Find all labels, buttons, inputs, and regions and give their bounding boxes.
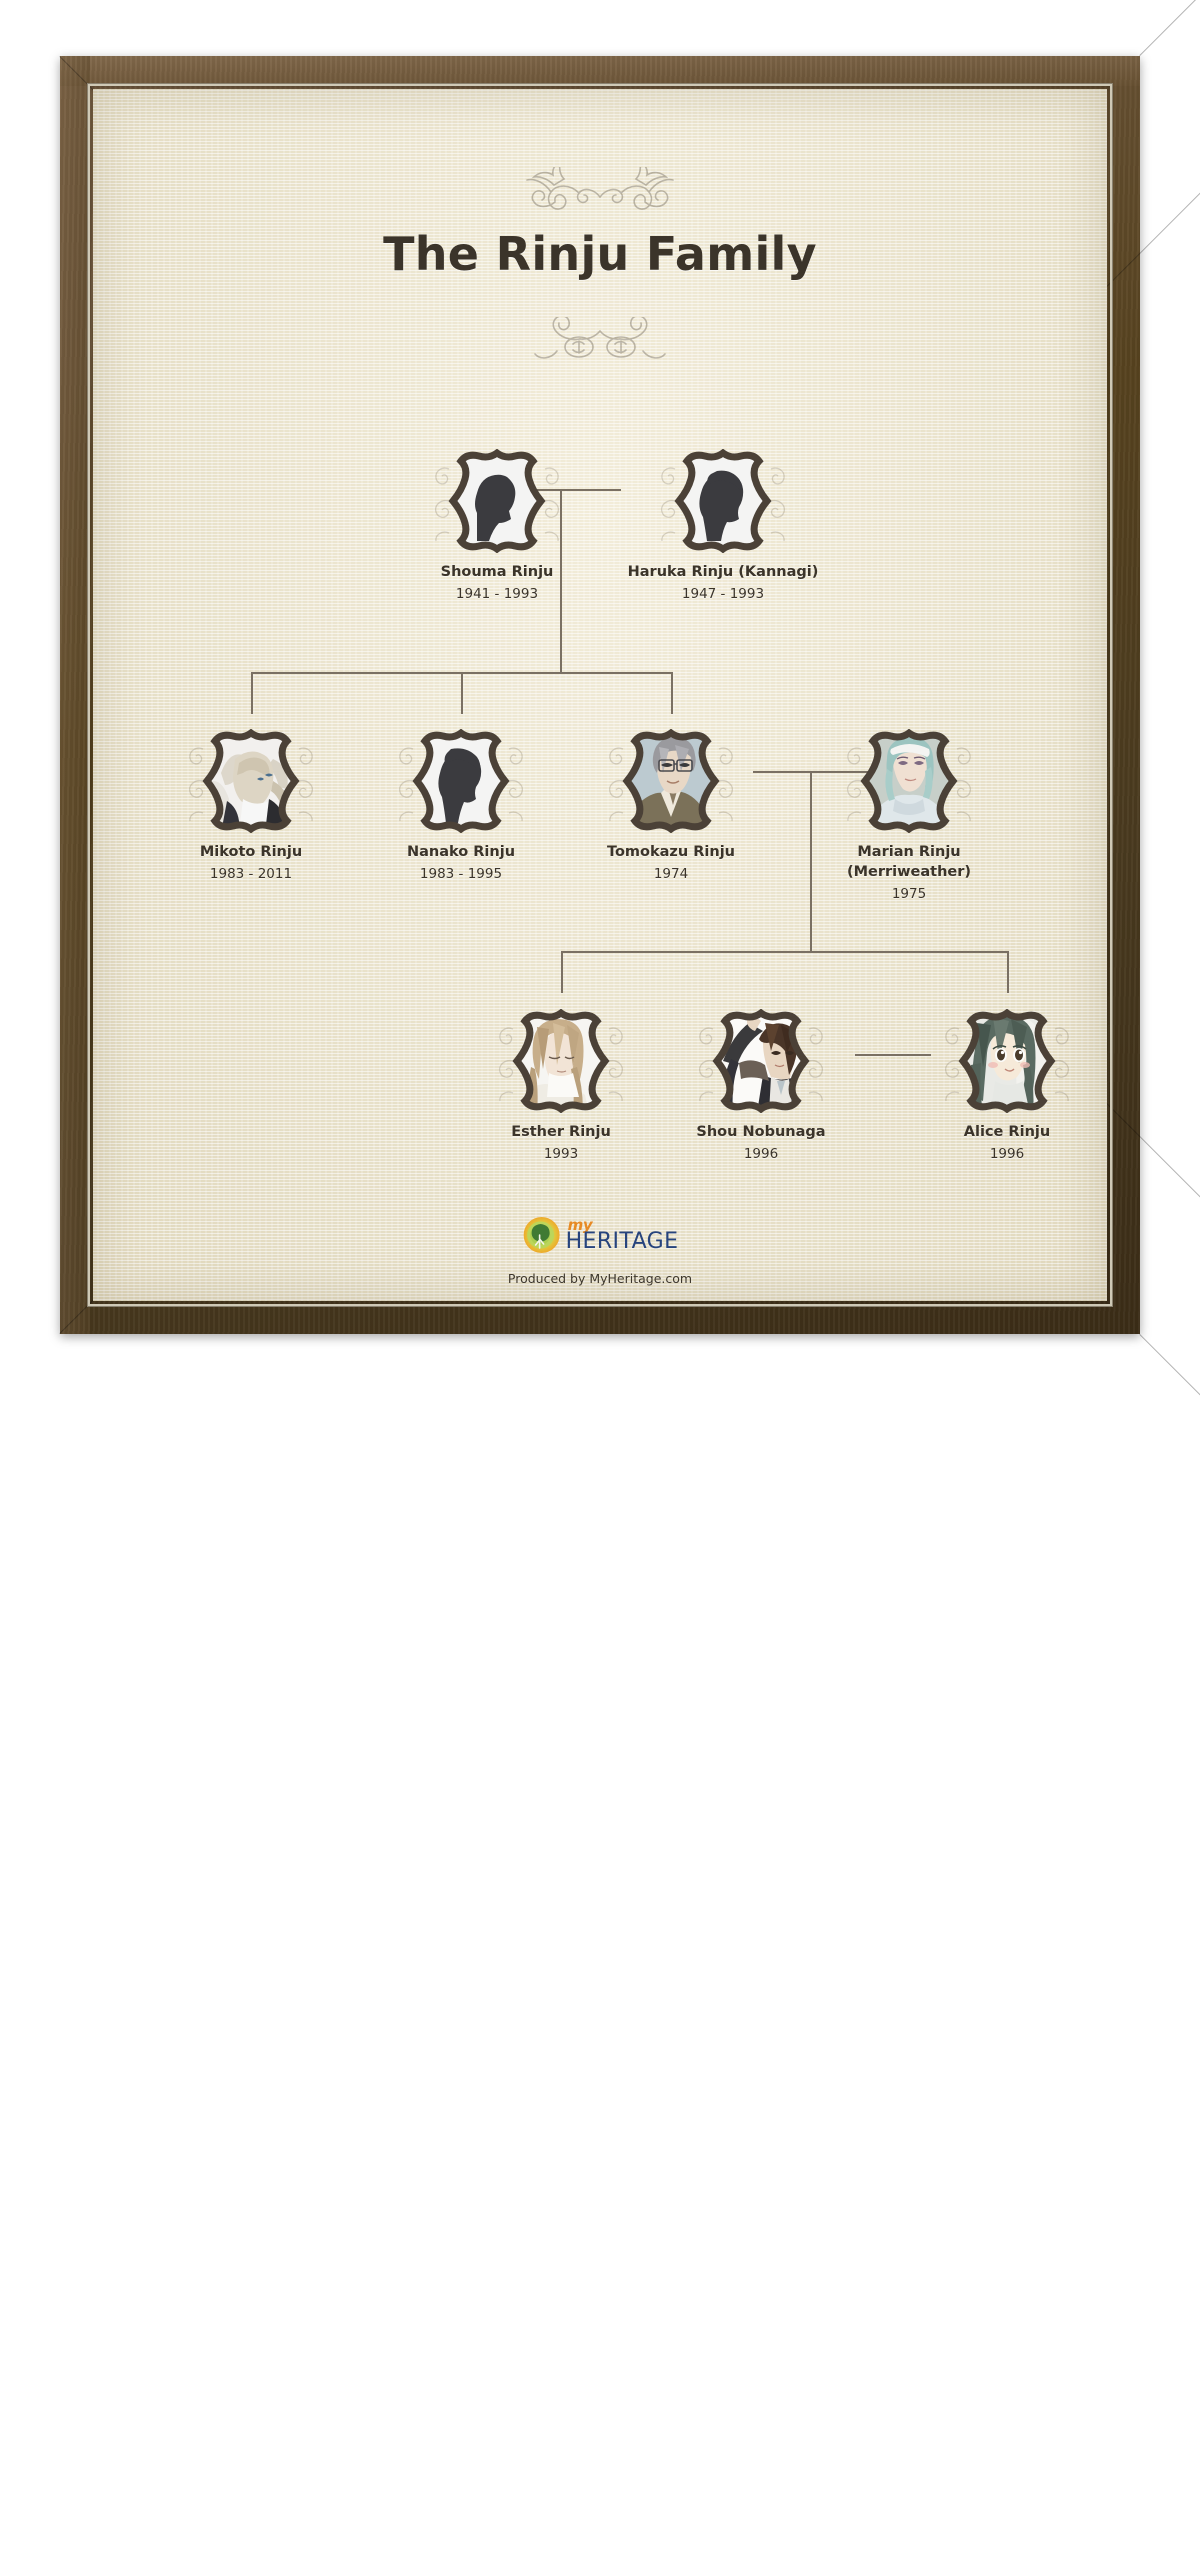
frame-scroll-ornament-right [608, 1027, 623, 1102]
portrait-frame[interactable] [435, 449, 559, 553]
portrait-frame[interactable] [699, 1009, 823, 1113]
frame-scroll-ornament-left [499, 1027, 514, 1102]
myheritage-logo[interactable]: my HERITAGE [522, 1215, 679, 1255]
person-dates: 1996 [989, 1146, 1025, 1162]
person-card-mikoto-rinju[interactable]: Mikoto Rinju 1983 - 2011 [151, 729, 351, 883]
paper-background: The Rinju Family [93, 89, 1107, 1301]
portrait-frame[interactable] [399, 729, 523, 833]
frame-scroll-ornament-right [770, 467, 785, 542]
portrait-frame[interactable] [847, 729, 971, 833]
person-dates: 1983 - 2011 [209, 866, 293, 882]
connector-gen2-drop-mikoto [251, 672, 253, 714]
person-name: Tomokazu Rinju [607, 844, 735, 860]
portrait-frame[interactable] [945, 1009, 1069, 1113]
myheritage-wordmark: my HERITAGE [565, 1215, 679, 1254]
frame-scroll-ornament-left [847, 747, 862, 822]
frame-scroll-ornament-left [399, 747, 414, 822]
portrait-shield-shape [671, 449, 775, 553]
logo-heritage-text: HERITAGE [565, 1228, 679, 1254]
person-dates: 1947 - 1993 [681, 586, 765, 602]
connector-gen3-sibling-bar [561, 951, 1009, 953]
portrait-photo-mikoto [199, 729, 303, 833]
person-name: Nanako Rinju [406, 844, 516, 860]
portrait-shield-shape [445, 449, 549, 553]
portrait-photo-esther [509, 1009, 613, 1113]
frame-top-highlight [60, 56, 1140, 86]
frame-scroll-ornament-left [189, 747, 204, 822]
page-title: The Rinju Family [383, 227, 817, 281]
portrait-photo-alice [955, 1009, 1059, 1113]
person-name: Mikoto Rinju [199, 844, 303, 860]
connector-gen2-drop [810, 771, 812, 953]
person-dates: 1975 [891, 886, 927, 902]
person-name-line2: (Merriweather) [846, 864, 972, 880]
frame-mitre-bottom-right [1139, 1334, 1200, 2557]
connector-gen1-drop [560, 489, 562, 674]
connector-gen3-drop-alice [1007, 951, 1009, 993]
portrait-photo-marian [857, 729, 961, 833]
picture-frame: The Rinju Family [59, 0, 1200, 2557]
frame-mitre-top-right [1139, 0, 1200, 56]
person-name: Shou Nobunaga [696, 1124, 826, 1140]
person-card-esther-rinju[interactable]: Esther Rinju 1993 [461, 1009, 661, 1163]
person-name: Esther Rinju [511, 1124, 611, 1140]
portrait-photo-shou [709, 1009, 813, 1113]
person-name: Alice Rinju [963, 1124, 1051, 1140]
person-name: Shouma Rinju [440, 564, 554, 580]
person-card-haruka-rinju[interactable]: Haruka Rinju (Kannagi) 1947 - 1993 [623, 449, 823, 603]
frame-scroll-ornament-right [956, 747, 971, 822]
connector-gen3-couple [855, 1054, 931, 1056]
frame-scroll-ornament-left [945, 1027, 960, 1102]
frame-scroll-ornament-left [435, 467, 450, 542]
frame-scroll-ornament-right [544, 467, 559, 542]
person-dates: 1993 [543, 1146, 579, 1162]
frame-scroll-ornament-right [718, 747, 733, 822]
person-dates: 1996 [743, 1146, 779, 1162]
frame-scroll-ornament-right [298, 747, 313, 822]
connector-gen1-couple [503, 489, 621, 491]
portrait-frame[interactable] [189, 729, 313, 833]
portrait-shield-shape [409, 729, 513, 833]
connector-gen3-drop-esther [561, 951, 563, 993]
person-dates: 1941 - 1993 [455, 586, 539, 602]
frame-left-highlight [60, 56, 90, 1334]
portrait-photo-tomokazu [619, 729, 723, 833]
flourish-ornament-bottom [534, 317, 666, 359]
person-card-tomokazu-rinju[interactable]: Tomokazu Rinju 1974 [571, 729, 771, 883]
person-name: Marian Rinju [857, 844, 961, 860]
portrait-frame[interactable] [661, 449, 785, 553]
flourish-ornament-top [526, 167, 674, 210]
frame-scroll-ornament-left [609, 747, 624, 822]
connector-gen2-couple [753, 771, 871, 773]
connector-gen2-drop-tomokazu [671, 672, 673, 714]
frame-scroll-ornament-right [808, 1027, 823, 1102]
portrait-frame[interactable] [499, 1009, 623, 1113]
person-card-shou-nobunaga[interactable]: Shou Nobunaga 1996 [661, 1009, 861, 1163]
frame-scroll-ornament-right [508, 747, 523, 822]
person-name: Haruka Rinju (Kannagi) [627, 564, 819, 580]
person-dates: 1983 - 1995 [419, 866, 503, 882]
person-card-marian-rinju[interactable]: Marian Rinju (Merriweather) 1975 [809, 729, 1009, 903]
logo-my-text: my [567, 1215, 593, 1234]
family-tree-canvas: The Rinju Family [93, 89, 1107, 1301]
frame-scroll-ornament-left [661, 467, 676, 542]
person-card-nanako-rinju[interactable]: Nanako Rinju 1983 - 1995 [361, 729, 561, 883]
frame-inner-bevel: The Rinju Family [90, 86, 1110, 1304]
person-card-shouma-rinju[interactable]: Shouma Rinju 1941 - 1993 [397, 449, 597, 603]
portrait-frame[interactable] [609, 729, 733, 833]
connector-gen2-drop-nanako [461, 672, 463, 714]
produced-by-text: Produced by MyHeritage.com [507, 1271, 693, 1286]
frame-scroll-ornament-left [699, 1027, 714, 1102]
tree-badge-icon [523, 1217, 560, 1253]
frame-scroll-ornament-right [1054, 1027, 1069, 1102]
person-card-alice-rinju[interactable]: Alice Rinju 1996 [907, 1009, 1107, 1163]
person-dates: 1974 [653, 866, 689, 882]
